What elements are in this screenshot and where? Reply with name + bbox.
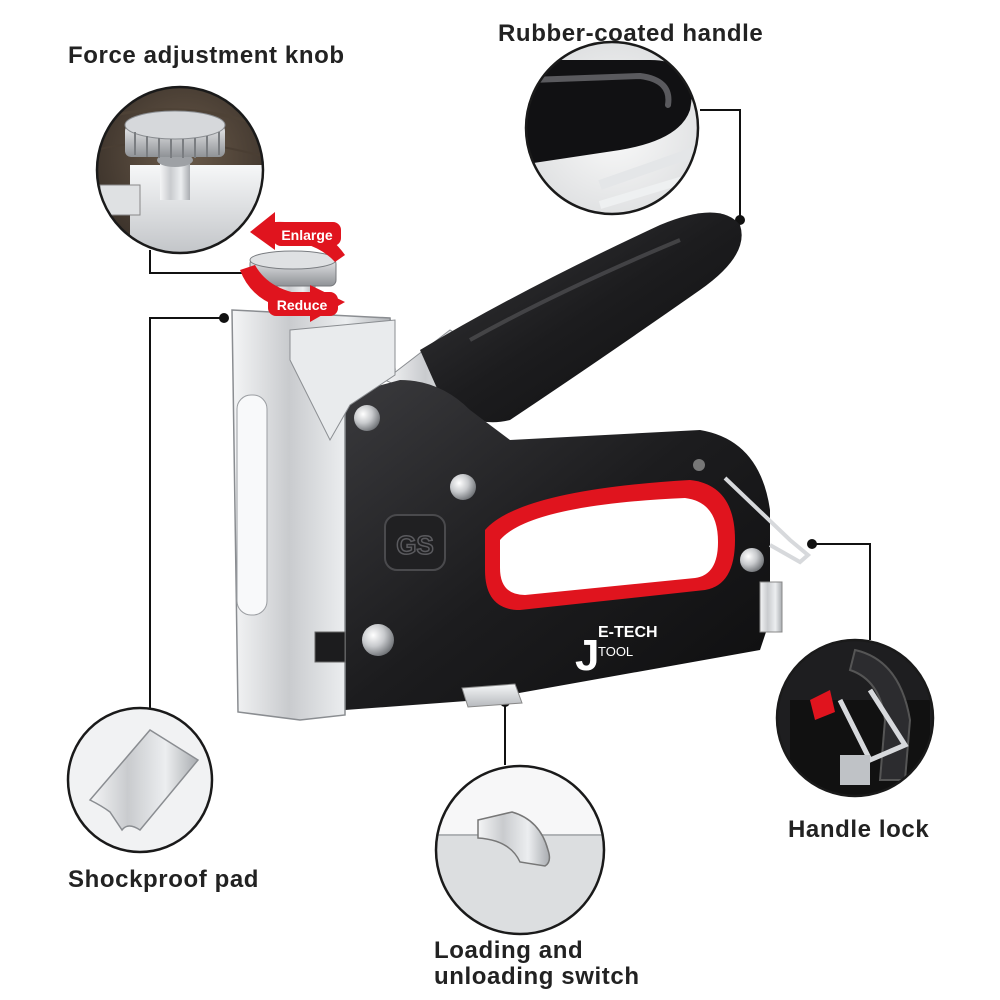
leader-handle [700,109,741,220]
detail-force-knob [95,85,265,255]
detail-shockproof-pad [66,706,214,854]
loading-switch-label: Loading and unloading switch [434,938,640,990]
loading-switch-label-line2: unloading switch [434,963,640,990]
force-adjustment-knob-label: Force adjustment knob [68,42,345,69]
leader-knob [149,250,262,274]
brand-logo-bottom: TOOL [598,644,633,659]
rubber-coated-handle-label: Rubber-coated handle [498,20,764,47]
detail-loading-switch [434,764,606,936]
brand-logo-top: E-TECH [598,624,658,641]
detail-rubber-handle [524,40,700,216]
leader-pad [149,317,224,708]
rubber-handle [420,212,742,423]
leader-lines [149,109,871,765]
detail-handle-lock [775,638,935,798]
shockproof-pad-label: Shockproof pad [68,866,260,893]
adjustment-arrows: Enlarge Reduce [240,212,345,322]
brand-logo-letter: J [575,631,599,680]
enlarge-text: Enlarge [281,227,333,243]
handle-lock-label: Handle lock [788,816,930,843]
gs-plate-mark: GS [396,530,434,560]
staple-gun: GS J E-TECH TOOL [231,212,812,721]
loading-switch-label-line1: Loading and [434,937,584,964]
leader-lock [812,543,871,640]
reduce-text: Reduce [277,297,328,313]
